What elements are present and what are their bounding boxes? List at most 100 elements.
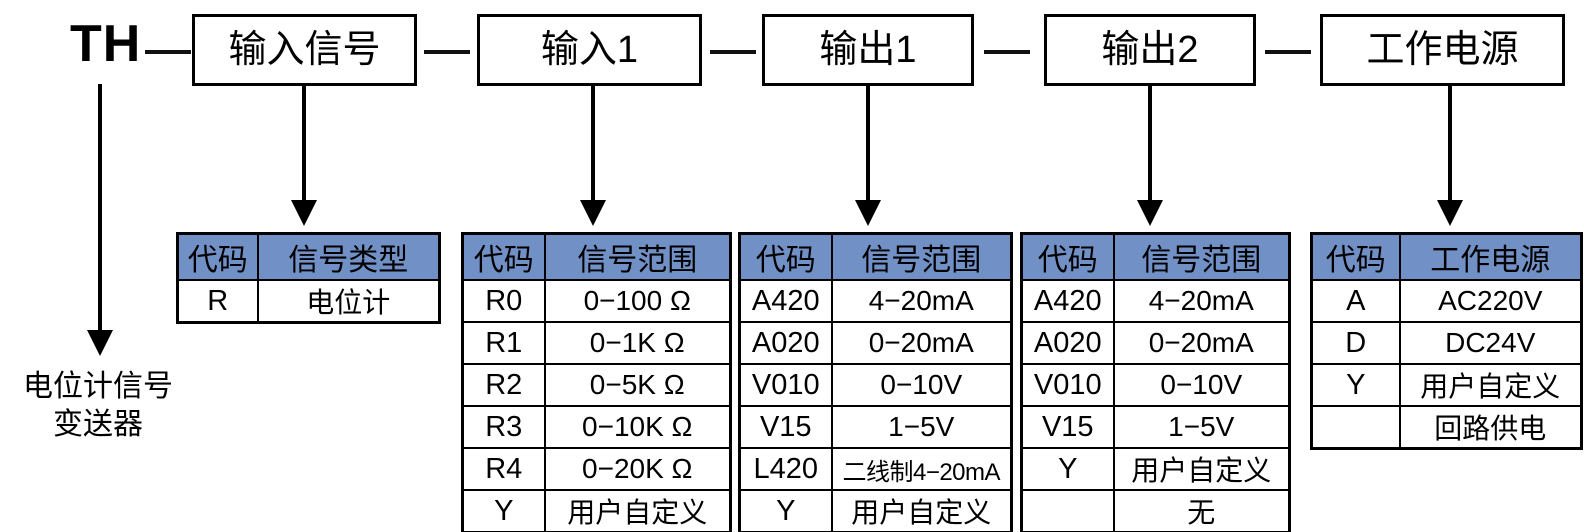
column-header-value: 工作电源 [1398, 232, 1583, 281]
cell-value: 4−20mA [1112, 279, 1291, 323]
cell-value: 0−5K Ω [543, 363, 732, 407]
cell-value: DC24V [1398, 321, 1583, 365]
code-segment-output1: 输出1 [762, 14, 974, 86]
cell-value: AC220V [1398, 279, 1583, 323]
cell-code: Y [738, 489, 833, 532]
cell-value: 0−10V [1112, 363, 1291, 407]
separator-dash-3 [984, 50, 1030, 54]
table-row: 无 [1020, 489, 1291, 532]
cell-value: 1−5V [1112, 405, 1291, 449]
cell-value: 用户自定义 [1112, 447, 1291, 491]
cell-code: Y [1020, 447, 1115, 491]
cell-code: Y [1310, 363, 1401, 407]
cell-value: 用户自定义 [830, 489, 1013, 532]
code-segment-label: 输入1 [540, 29, 639, 71]
product-caption: 电位计信号 变送器 [0, 368, 196, 443]
column-header-code: 代码 [461, 232, 546, 281]
cell-code: V15 [1020, 405, 1115, 449]
cell-value: 用户自定义 [1398, 363, 1583, 407]
cell-code: R0 [461, 279, 546, 323]
table-header-row: 代码工作电源 [1310, 232, 1583, 281]
cell-code: R2 [461, 363, 546, 407]
table-header-row: 代码信号范围 [1020, 232, 1291, 281]
cell-code: V15 [738, 405, 833, 449]
cell-value: 0−10K Ω [543, 405, 732, 449]
cell-value: 无 [1112, 489, 1291, 532]
cell-value: 0−20mA [1112, 321, 1291, 365]
table-header-row: 代码信号范围 [461, 232, 732, 281]
column-header-value: 信号范围 [830, 232, 1013, 281]
cell-code: A020 [1020, 321, 1115, 365]
cell-code: L420 [738, 447, 833, 491]
cell-value: 电位计 [256, 279, 441, 324]
separator-dash-0 [145, 50, 191, 54]
cell-code: D [1310, 321, 1401, 365]
table-header-row: 代码信号类型 [176, 232, 441, 281]
code-segment-label: 输入信号 [228, 29, 381, 71]
code-segment-label: 输出1 [819, 29, 917, 71]
code-segment-power-supply: 工作电源 [1320, 14, 1565, 86]
separator-dash-2 [710, 50, 756, 54]
code-segment-input1: 输入1 [477, 14, 702, 86]
cell-code: V010 [738, 363, 833, 407]
cell-value: 4−20mA [830, 279, 1013, 323]
table-row: 回路供电 [1310, 405, 1583, 450]
cell-code: A [1310, 279, 1401, 323]
product-caption-line2: 变送器 [53, 407, 143, 441]
column-header-code: 代码 [1310, 232, 1401, 281]
separator-dash-1 [424, 50, 470, 54]
cell-code: R3 [461, 405, 546, 449]
code-segment-input-signal: 输入信号 [192, 14, 417, 86]
cell-code: A420 [1020, 279, 1115, 323]
cell-value: 1−5V [830, 405, 1013, 449]
cell-value: 0−20K Ω [543, 447, 732, 491]
cell-code: A420 [738, 279, 833, 323]
table-header-row: 代码信号范围 [738, 232, 1013, 281]
column-header-value: 信号类型 [256, 232, 441, 281]
arrow-head-input-signal [291, 200, 317, 226]
cell-value: 二线制4−20mA [830, 447, 1013, 491]
code-segment-output2: 输出2 [1044, 14, 1256, 86]
cell-code: R4 [461, 447, 546, 491]
cell-code: R [176, 279, 259, 324]
code-segment-label: 工作电源 [1366, 29, 1519, 71]
arrow-head-output1 [855, 200, 881, 226]
column-header-code: 代码 [176, 232, 259, 281]
arrow-line-output1 [866, 86, 870, 208]
cell-value: 用户自定义 [543, 489, 732, 532]
arrow-line-output2 [1148, 86, 1152, 208]
arrow-head-input1 [580, 200, 606, 226]
cell-value: 0−100 Ω [543, 279, 732, 323]
model-prefix: TH [70, 15, 142, 73]
cell-value: 回路供电 [1398, 405, 1583, 450]
cell-code: R1 [461, 321, 546, 365]
arrow-head-output2 [1137, 200, 1163, 226]
column-header-code: 代码 [1020, 232, 1115, 281]
cell-code: A020 [738, 321, 833, 365]
arrow-line-power-supply [1448, 86, 1452, 208]
product-caption-line1: 电位计信号 [23, 370, 173, 403]
arrow-line-input-signal [302, 86, 306, 208]
code-segment-label: 输出2 [1101, 29, 1199, 71]
cell-code [1310, 405, 1401, 450]
